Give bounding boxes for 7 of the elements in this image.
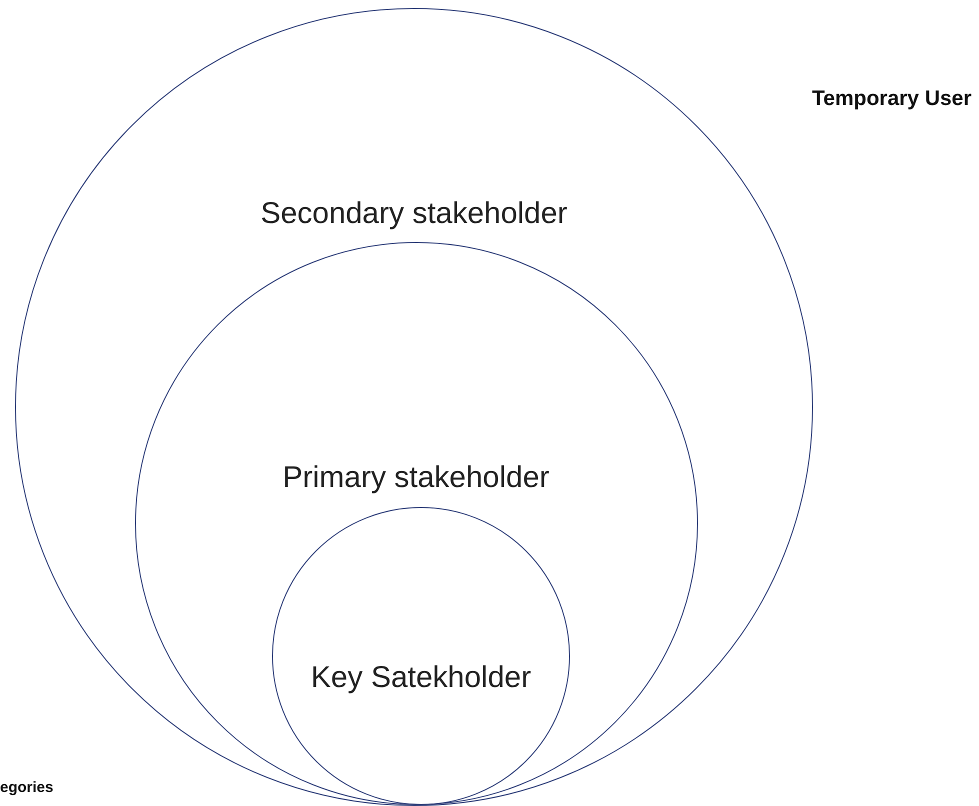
cut-off-label: egories xyxy=(0,779,54,796)
inner-circle xyxy=(272,507,570,805)
circle-label: Primary stakeholder xyxy=(282,461,550,495)
middle-circle xyxy=(134,242,698,804)
circle-label: Secondary stakeholder xyxy=(260,196,568,230)
category-heading: Temporary User xyxy=(812,87,972,111)
circle-label: Key Satekholder xyxy=(310,660,532,694)
